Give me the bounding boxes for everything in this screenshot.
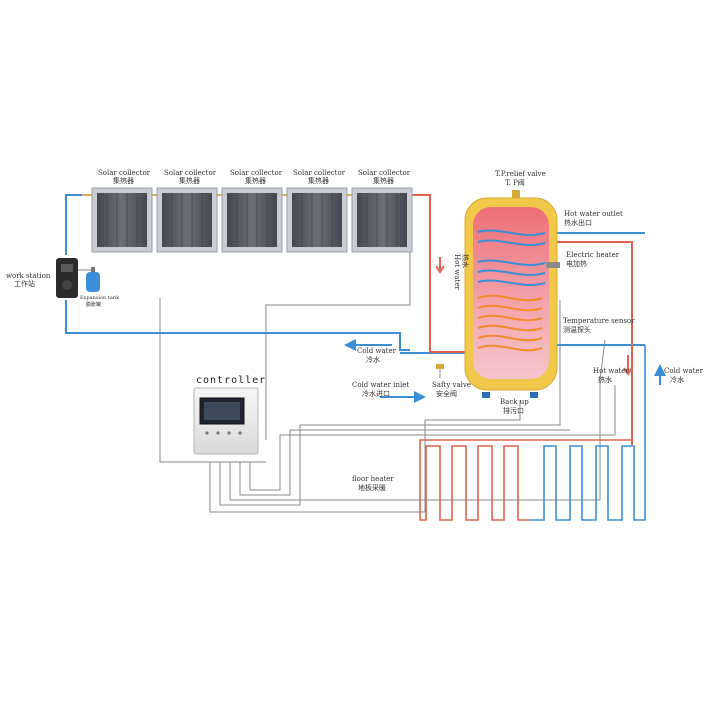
tp-valve-label-cn: T. P阀 [505,178,525,187]
back-up-label: Back up [500,398,529,406]
hot-water-pipe-label: Hot water [453,254,461,290]
hot-pipes [408,194,633,445]
floor-heating-coil [419,345,646,521]
expansion-tank-label-cn: 膨胀罐 [86,301,101,308]
solar-collector-4 [286,187,348,253]
electric-heater-label: Electric heater [566,251,620,259]
cold-water-inlet-label-cn: 冷水进口 [362,389,390,398]
temperature-sensor-label: Temperature sensor [563,317,635,325]
solar-collector-3 [221,187,283,253]
electric-heater-label-cn: 电加热 [566,259,587,268]
tp-valve-label: T.P.relief valve [495,170,546,178]
heat-exchanger-coil [477,229,546,352]
solar-collector-1 [91,187,153,253]
solar-collector-5 [351,187,413,253]
collector-4-label-cn: 集热器 [308,176,329,185]
collector-3-label-cn: 集热器 [245,176,266,185]
cold-water-left-label-cn: 冷水 [366,355,380,364]
safety-valve-label-cn: 安全阀 [436,389,457,398]
collector-2-label-cn: 集热器 [179,176,200,185]
expansion-tank-label: Expansion tank [80,295,120,301]
controller-unit [193,387,259,455]
back-up-label-cn: 排污口 [503,406,524,415]
controller-label: controller [196,375,266,386]
work-station [56,258,78,298]
hot-water-outlet-label-cn: 热水出口 [564,218,592,227]
hot-water-pipe-label-cn: 热水 [461,254,470,268]
controller-screen [204,402,240,420]
hot-water-outlet-label: Hot water outlet [564,210,623,218]
collector-3-label: Solar collector [230,169,283,177]
electric-heater-element [546,262,560,268]
collector-5-label-cn: 集热器 [373,176,394,185]
floor-heater-label-cn: 地板采暖 [358,483,386,492]
storage-tank [464,190,560,398]
cold-water-right-label: Cold water [664,367,704,375]
control-wires [159,207,616,513]
hot-water-right-label-cn: 热水 [598,375,612,384]
cold-water-inlet-label: Cold water inlet [352,381,409,389]
collector-2-label: Solar collector [164,169,217,177]
floor-heater-label: floor heater [352,475,394,483]
safety-valve-label: Safty valve [432,381,471,389]
temperature-sensor-label-cn: 测温探头 [563,325,591,334]
collector-5-label: Solar collector [358,169,411,177]
hot-water-right-label: Hot water [593,367,629,375]
solar-collector-array [91,187,413,253]
work-station-label-cn: 工作站 [14,279,35,288]
safety-valve [436,364,444,378]
expansion-tank [78,267,100,292]
collector-4-label: Solar collector [293,169,346,177]
collector-1-label-cn: 集热器 [113,176,134,185]
cold-water-right-label-cn: 冷水 [670,375,684,384]
collector-1-label: Solar collector [98,169,151,177]
solar-collector-2 [156,187,218,253]
cold-water-left-label: Cold water [357,347,397,355]
work-station-label: work station [6,272,51,280]
